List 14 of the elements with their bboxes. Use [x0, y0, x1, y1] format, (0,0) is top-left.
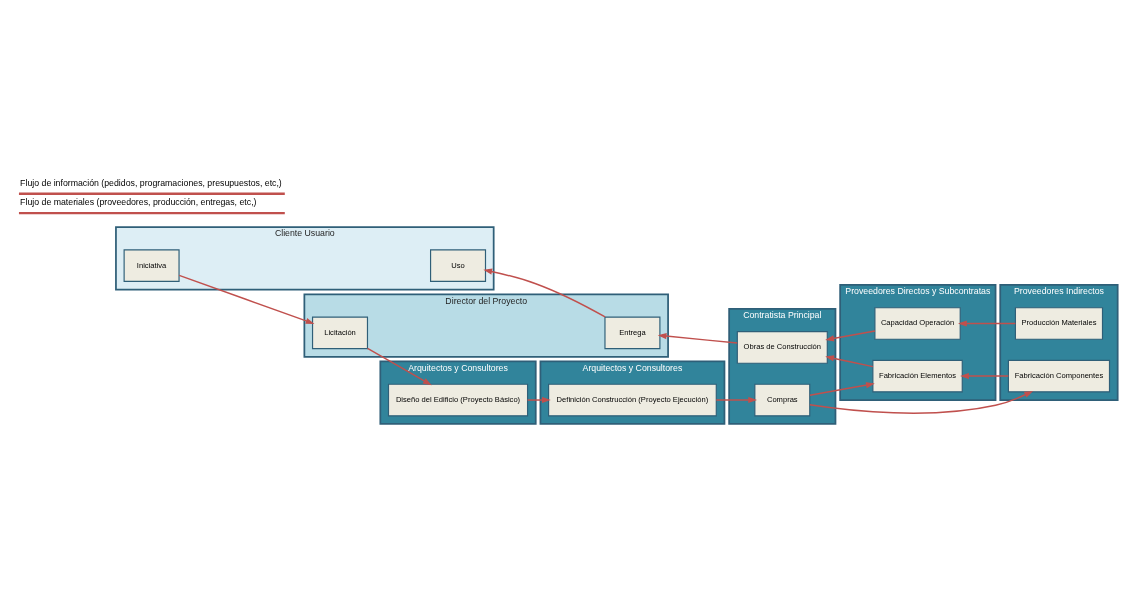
legend-label: Flujo de información (pedidos, programaciones, presupuestos, etc,) [20, 178, 282, 189]
legend-label: Flujo de materiales (proveedores, producción, entregas, etc,) [20, 197, 257, 208]
arrow [526, 396, 551, 404]
arrow [825, 355, 874, 368]
arrow [715, 396, 758, 404]
arrow [958, 320, 1017, 327]
arrow [178, 274, 315, 324]
arrow [657, 333, 738, 344]
arrow [809, 390, 1034, 414]
arrow [483, 268, 606, 318]
arrow [825, 330, 876, 342]
arrow [960, 373, 1010, 380]
arrow [809, 382, 875, 396]
arrow [366, 347, 432, 386]
